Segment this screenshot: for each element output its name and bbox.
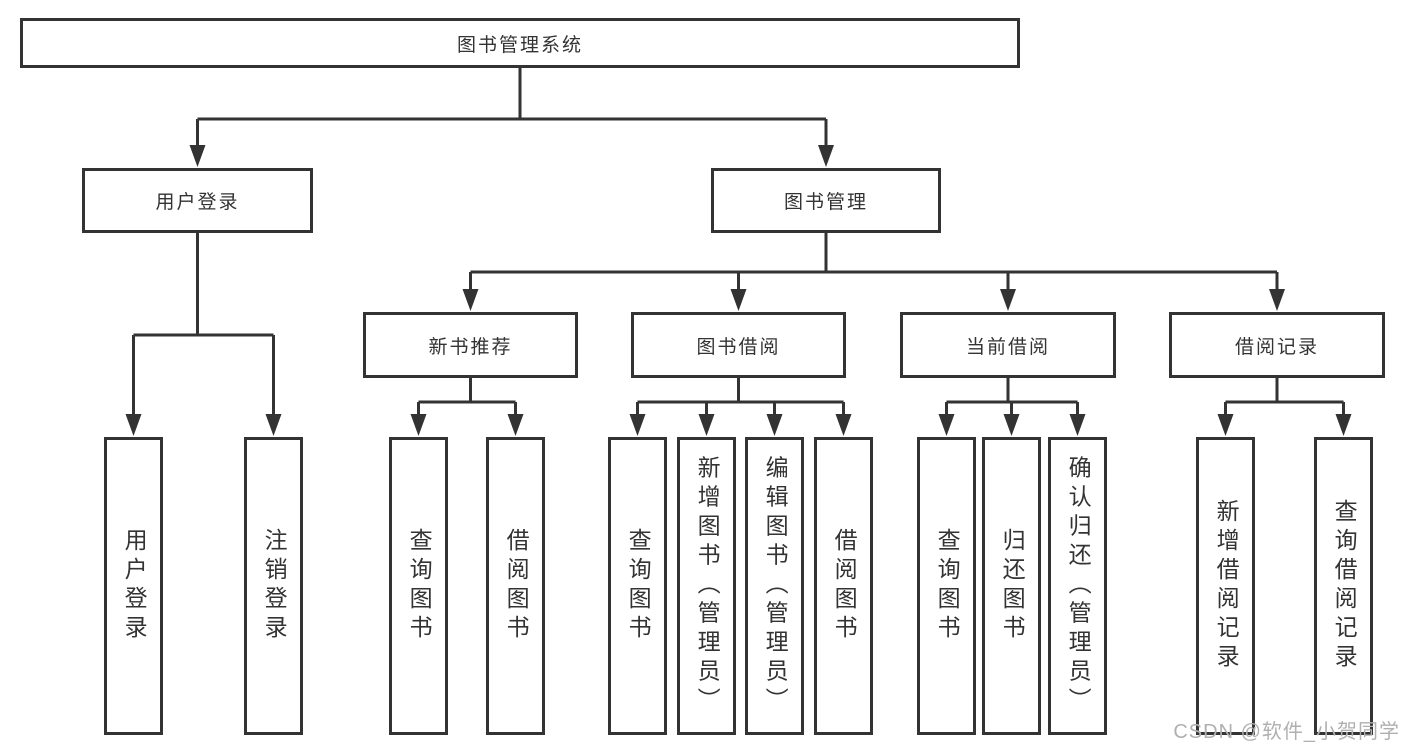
node-current-borrow-label: 当前借阅 xyxy=(965,336,1050,358)
connector-user-login-children xyxy=(125,233,282,436)
connector-book-management-children xyxy=(462,233,1285,311)
leaf-borrow-books-recommend-label: 借阅图书 xyxy=(503,528,530,644)
leaf-query-books-recommend-label: 查询图书 xyxy=(406,528,433,644)
node-new-book-recommend-label: 新书推荐 xyxy=(428,336,513,358)
node-book-borrow: 图书借阅 xyxy=(631,312,846,378)
leaf-query-books-borrow: 查询图书 xyxy=(608,437,667,735)
leaf-query-books-recommend: 查询图书 xyxy=(389,437,448,735)
node-new-book-recommend: 新书推荐 xyxy=(363,312,578,378)
node-book-borrow-label: 图书借阅 xyxy=(696,336,781,358)
node-borrow-records-label: 借阅记录 xyxy=(1234,336,1319,358)
connector-root-to-level2 xyxy=(189,68,834,167)
leaf-borrow-books-recommend: 借阅图书 xyxy=(486,437,545,735)
node-current-borrow: 当前借阅 xyxy=(900,312,1116,378)
leaf-borrow-books: 借阅图书 xyxy=(814,437,873,735)
leaf-query-books-current: 查询图书 xyxy=(917,437,976,735)
node-user-login-label: 用户登录 xyxy=(155,192,240,213)
leaf-logout: 注销登录 xyxy=(244,437,303,735)
leaf-borrow-books-label: 借阅图书 xyxy=(831,528,858,644)
node-book-management: 图书管理 xyxy=(711,168,941,233)
leaf-query-borrow-record-label: 查询借阅记录 xyxy=(1331,499,1358,673)
leaf-query-borrow-record: 查询借阅记录 xyxy=(1314,437,1373,735)
connector-borrow-record-children xyxy=(1217,378,1352,436)
node-root: 图书管理系统 xyxy=(20,18,1020,68)
leaf-user-login: 用户登录 xyxy=(104,437,163,735)
leaf-return-book-label: 归还图书 xyxy=(999,528,1026,644)
leaf-add-borrow-record: 新增借阅记录 xyxy=(1196,437,1255,735)
leaf-add-book-admin: 新增图书（管理员） xyxy=(677,437,736,735)
leaf-add-book-admin-label: 新增图书（管理员） xyxy=(694,455,721,717)
connector-new-book-children xyxy=(410,378,524,436)
leaf-confirm-return-admin-label: 确认归还（管理员） xyxy=(1065,455,1092,717)
node-book-management-label: 图书管理 xyxy=(783,192,868,213)
leaf-edit-book-admin-label: 编辑图书（管理员） xyxy=(762,455,789,717)
leaf-add-borrow-record-label: 新增借阅记录 xyxy=(1213,499,1240,673)
leaf-edit-book-admin: 编辑图书（管理员） xyxy=(745,437,804,735)
watermark: CSDN @软件_小贺同学 xyxy=(1173,721,1400,743)
leaf-user-login-label: 用户登录 xyxy=(121,528,148,644)
leaf-query-books-current-label: 查询图书 xyxy=(934,528,961,644)
node-root-label: 图书管理系统 xyxy=(456,34,583,56)
leaf-confirm-return-admin: 确认归还（管理员） xyxy=(1048,437,1107,735)
connector-book-borrow-children xyxy=(629,378,852,436)
leaf-query-books-borrow-label: 查询图书 xyxy=(625,528,652,644)
leaf-return-book: 归还图书 xyxy=(982,437,1041,735)
node-borrow-records: 借阅记录 xyxy=(1169,312,1385,378)
leaf-logout-label: 注销登录 xyxy=(261,528,288,644)
node-user-login: 用户登录 xyxy=(82,168,313,233)
connector-current-borrow-children xyxy=(938,378,1086,436)
